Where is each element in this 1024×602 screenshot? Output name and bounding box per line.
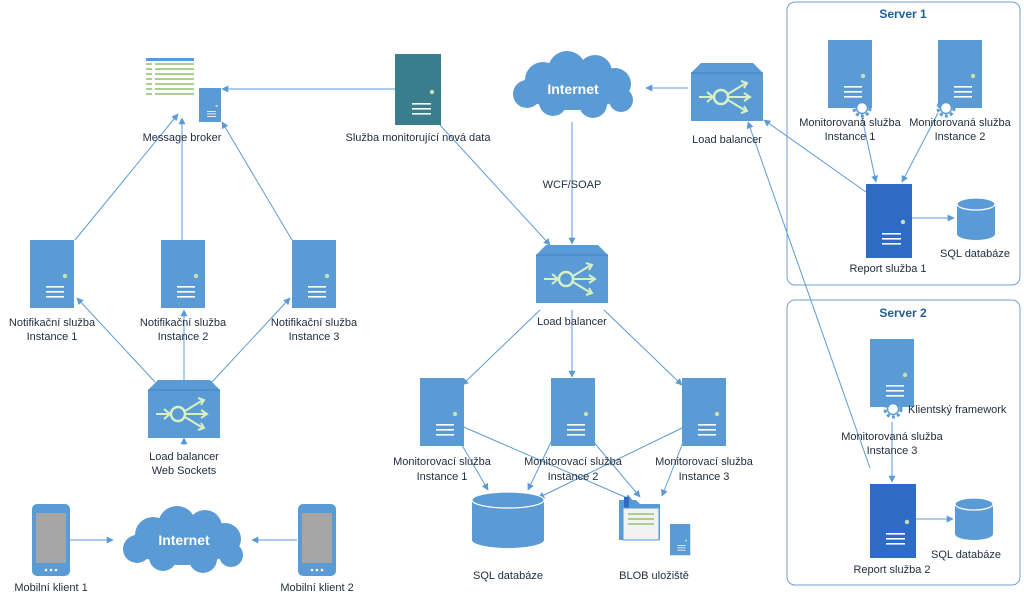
monitoring-service-3: Monitorovací služba Instance 3 <box>655 378 754 483</box>
mon1-label-line2: Instance 1 <box>417 471 468 483</box>
server-icon <box>199 88 221 122</box>
load-balancer-icon <box>534 243 610 305</box>
load-balancer-icon <box>689 61 765 123</box>
s1-sql-label: SQL databáze <box>940 248 1010 260</box>
server2-report-service: Report služba 2 <box>853 484 931 576</box>
document-icon <box>146 58 194 95</box>
server-icon <box>870 484 916 558</box>
s2-report-label: Report služba 2 <box>853 564 930 576</box>
mon3-label-line1: Monitorovací služba <box>655 456 754 468</box>
mobile-client-2-label: Mobilní klient 2 <box>280 582 353 594</box>
server-icon <box>828 40 872 108</box>
mon2-label-line1: Monitorovací služba <box>524 456 623 468</box>
s2-mon-label-line1: Monitorovaná služba <box>841 431 943 443</box>
monitoring-service-2: Monitorovací služba Instance 2 <box>524 378 623 483</box>
mon3-label-line2: Instance 3 <box>679 471 730 483</box>
server-1-title: Server 1 <box>879 7 927 21</box>
server-icon <box>395 54 441 125</box>
s2-framework-label: Klientský framework <box>908 404 1007 416</box>
database-icon <box>471 491 545 549</box>
mon1-label-line1: Monitorovací služba <box>393 456 492 468</box>
notif1-label-line2: Instance 1 <box>27 331 78 343</box>
notif1-label-line1: Notifikační služba <box>9 317 96 329</box>
notification-service-1: Notifikační služba Instance 1 <box>9 240 96 343</box>
load-balancer-center-label: Load balancer <box>537 316 607 328</box>
server-2-title: Server 2 <box>879 306 927 320</box>
server2-sql-database: SQL databáze <box>931 497 1001 561</box>
notif3-label-line2: Instance 3 <box>289 331 340 343</box>
blob-label: BLOB uložiště <box>619 570 689 582</box>
s1-mon2-label-line2: Instance 2 <box>935 131 986 143</box>
load-balancer-top: Load balancer <box>689 61 765 146</box>
connections <box>70 84 955 544</box>
load-balancer-websockets: Load balancer Web Sockets <box>146 378 222 477</box>
lb-ws-label-line2: Web Sockets <box>152 465 217 477</box>
server2-monitored-instance-3: Klientský framework Monitorovaná služba … <box>841 339 1007 457</box>
server-icon <box>161 240 205 308</box>
mobile-client-1: Mobilní klient 1 <box>14 504 88 594</box>
s1-report-label: Report služba 1 <box>849 263 926 275</box>
internet-label-bottom: Internet <box>158 532 210 548</box>
server-icon <box>866 184 912 258</box>
s2-sql-label: SQL databáze <box>931 549 1001 561</box>
blob-storage: BLOB uložiště <box>619 497 691 582</box>
server1-sql-database: SQL databáze <box>940 197 1010 260</box>
mon2-label-line2: Instance 2 <box>548 471 599 483</box>
s1-mon1-label-line2: Instance 1 <box>825 131 876 143</box>
server-icon <box>682 378 726 446</box>
server1-monitored-instance-2: Monitorovaná služba Instance 2 <box>909 40 1012 143</box>
sql-database-center: SQL databáze <box>471 491 545 582</box>
internet-cloud-top: Internet <box>513 51 633 118</box>
mobile-phone-icon <box>32 504 70 576</box>
s1-mon2-label-line1: Monitorovaná služba <box>909 117 1011 129</box>
load-balancer-top-label: Load balancer <box>692 134 762 146</box>
message-broker: Message broker <box>143 58 222 144</box>
server-1-frame <box>786 1 1021 286</box>
database-icon <box>956 197 996 241</box>
notif3-label-line1: Notifikační služba <box>271 317 358 329</box>
database-icon <box>954 497 994 541</box>
wcf-soap-label: WCF/SOAP <box>543 179 602 191</box>
notif2-label-line1: Notifikační služba <box>140 317 227 329</box>
message-broker-label: Message broker <box>143 132 222 144</box>
new-data-monitor-service: Služba monitorující nová data <box>346 54 492 144</box>
server-icon <box>30 240 74 308</box>
load-balancer-center: Load balancer <box>534 243 610 328</box>
server-icon <box>938 40 982 108</box>
server-icon <box>420 378 464 446</box>
load-balancer-icon <box>146 378 222 440</box>
notification-service-2: Notifikační služba Instance 2 <box>140 240 227 343</box>
lb-ws-label-line1: Load balancer <box>149 451 219 463</box>
monitoring-service-1: Monitorovací služba Instance 1 <box>393 378 492 483</box>
s2-mon-label-line2: Instance 3 <box>867 445 918 457</box>
server-icon <box>870 339 914 407</box>
notif2-label-line2: Instance 2 <box>158 331 209 343</box>
mobile-client-2: Mobilní klient 2 <box>280 504 354 594</box>
internet-label-top: Internet <box>547 81 599 97</box>
sql-center-label: SQL databáze <box>473 570 543 582</box>
mobile-phone-icon <box>298 504 336 576</box>
server-icon <box>670 524 691 556</box>
server-icon <box>551 378 595 446</box>
server-icon <box>292 240 336 308</box>
notification-service-3: Notifikační služba Instance 3 <box>271 240 358 343</box>
internet-cloud-bottom: Internet <box>123 506 243 573</box>
server1-monitored-instance-1: Monitorovaná služba Instance 1 <box>799 40 902 143</box>
s1-mon1-label-line1: Monitorovaná služba <box>799 117 901 129</box>
new-data-monitor-label: Služba monitorující nová data <box>346 132 492 144</box>
server-2-frame <box>786 299 1021 586</box>
server1-report-service: Report služba 1 <box>849 184 927 275</box>
folder-icon <box>619 497 660 541</box>
mobile-client-1-label: Mobilní klient 1 <box>14 582 87 594</box>
